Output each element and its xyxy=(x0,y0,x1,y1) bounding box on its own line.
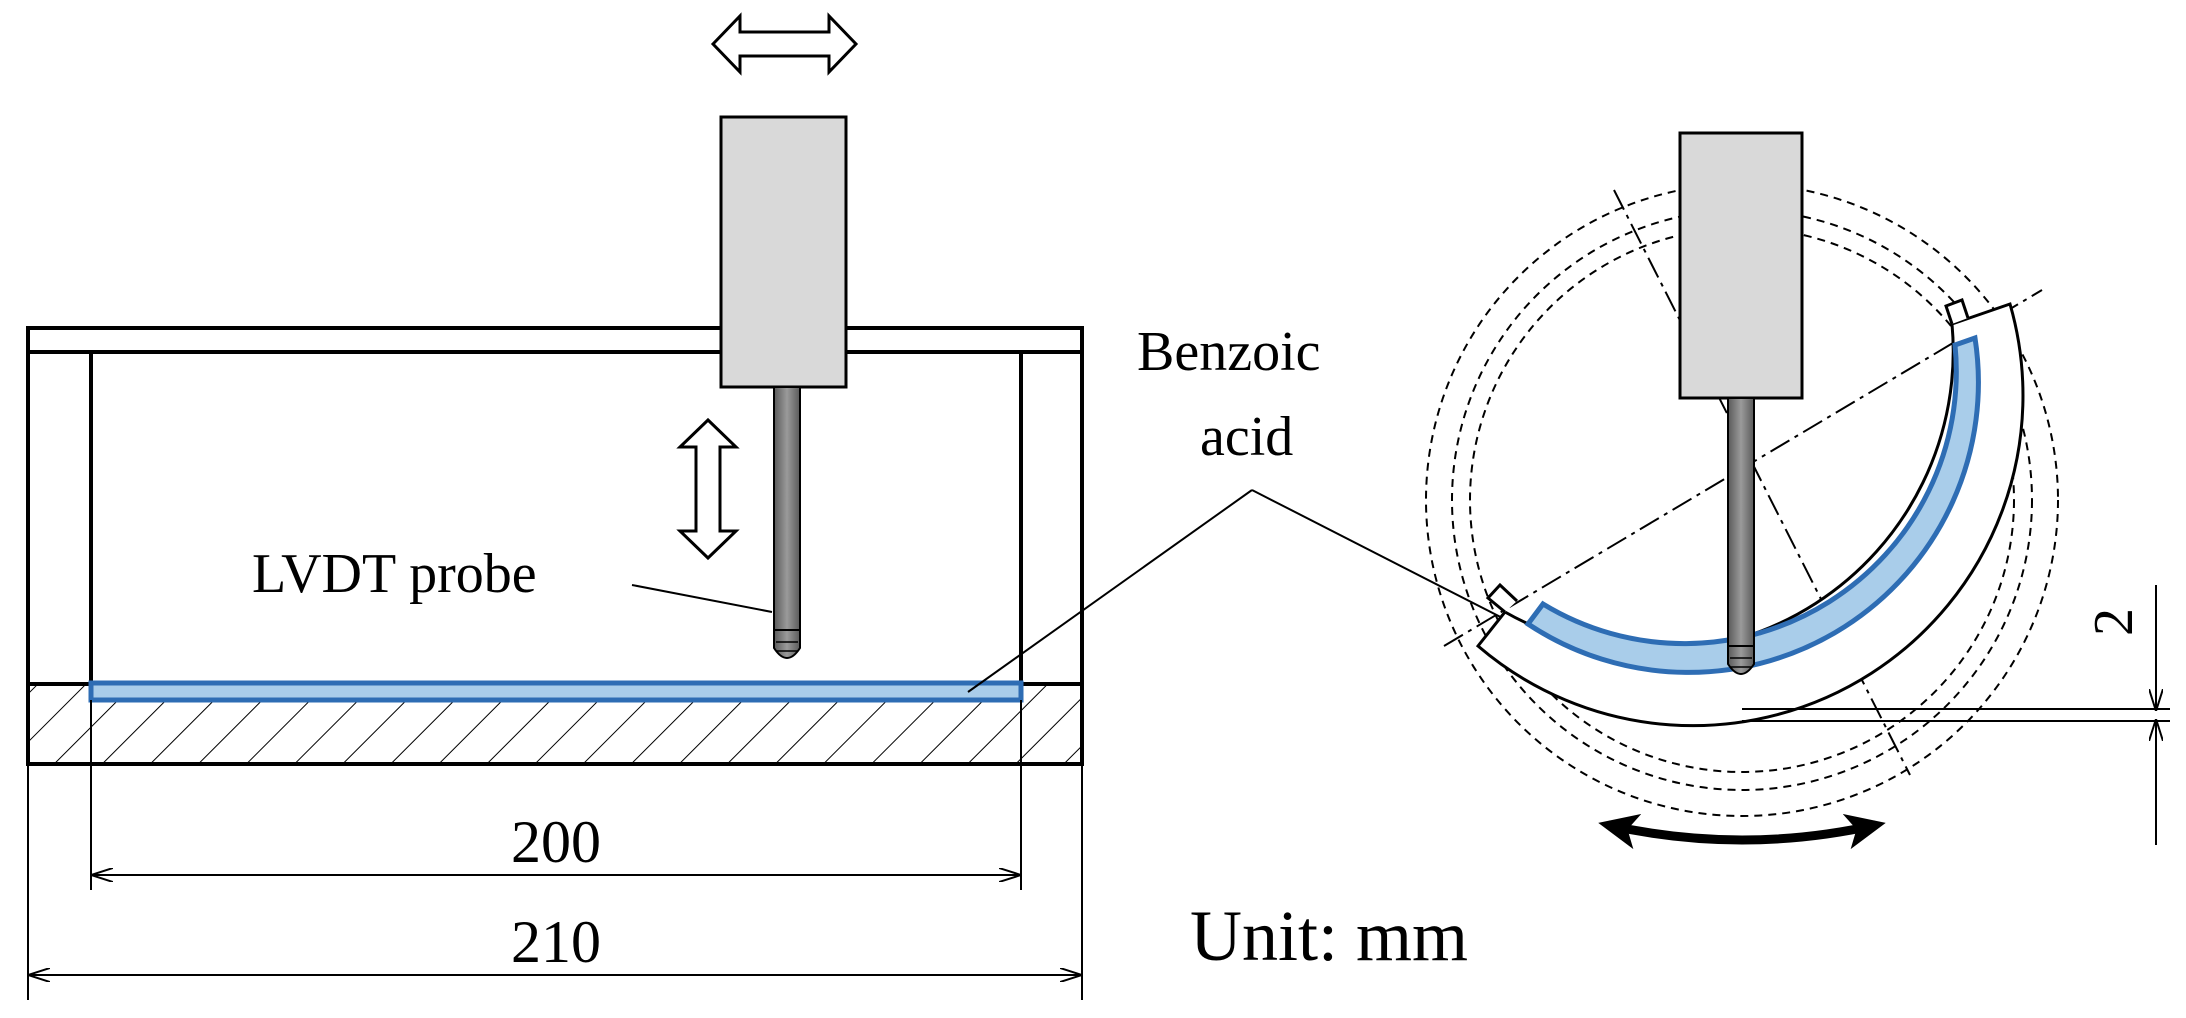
probe-label: LVDT probe xyxy=(252,543,537,605)
curved-holder xyxy=(1475,302,2025,728)
unit-label: Unit: mm xyxy=(1190,896,1468,976)
horizontal-movement-arrow-icon xyxy=(710,12,859,76)
benzoic-leader-left xyxy=(967,489,1253,693)
probe-leader-line xyxy=(631,584,773,613)
benzoic-label-line1: Benzoic xyxy=(1137,321,1320,383)
curved-rig: 2 xyxy=(1425,131,2170,850)
top-rail xyxy=(26,326,1084,354)
benzoic-acid-strip xyxy=(88,680,1024,703)
dimension-210-label: 210 xyxy=(511,909,601,975)
curved-probe-body xyxy=(1678,131,1804,400)
dimension-200-label: 200 xyxy=(511,809,601,875)
right-post xyxy=(1019,350,1084,686)
gap-dimension-label: 2 xyxy=(2083,608,2145,636)
rotation-arrow-icon xyxy=(1598,813,1886,850)
vertical-movement-arrow-icon xyxy=(676,417,740,561)
lvdt-probe-body xyxy=(719,115,848,389)
benzoic-acid-curved-coating xyxy=(1524,334,1981,675)
curved-probe-rod xyxy=(1727,397,1755,649)
left-post xyxy=(26,350,93,686)
benzoic-acid-callout: Benzoic acid xyxy=(967,321,1619,693)
flat-rig: LVDT probe 200 210 xyxy=(26,12,1084,1000)
lvdt-probe-rod xyxy=(773,386,801,633)
lvdt-probe-tip xyxy=(773,629,801,659)
benzoic-label-line2: acid xyxy=(1200,406,1293,468)
curved-probe-tip xyxy=(1727,645,1755,675)
